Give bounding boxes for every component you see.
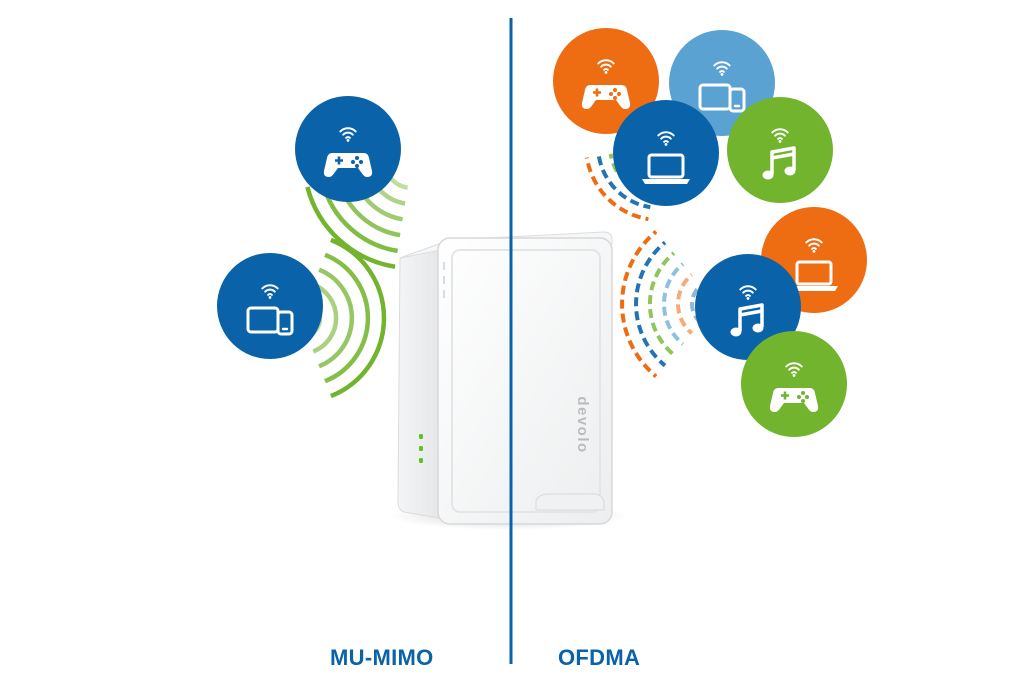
music-note-icon: [730, 285, 764, 337]
laptop-icon: [642, 131, 690, 184]
router-device: devolo: [397, 231, 613, 525]
laptop-icon: [790, 238, 838, 291]
ofdma-device-bubble-3: [613, 100, 719, 206]
tablet-phone-icon: [698, 61, 746, 113]
ofdma-device-bubble-7: [741, 331, 847, 437]
ofdma-devices: [553, 28, 867, 437]
gamepad-icon: [581, 59, 631, 109]
device-brand: devolo: [574, 396, 591, 453]
ofdma-device-bubble-4: [727, 97, 833, 203]
status-led-icon: [419, 434, 423, 463]
gamepad-icon: [323, 127, 373, 177]
ofdma-stream-2: [620, 230, 703, 378]
mu-mimo-devices: [217, 96, 401, 359]
label-ofdma: OFDMA: [558, 645, 641, 670]
ofdma-device-bubble-6: [695, 254, 801, 360]
mu-mimo-device-bubble-2: [217, 253, 323, 359]
tablet-phone-icon: [246, 284, 294, 336]
label-mu-mimo: MU-MIMO: [330, 645, 434, 670]
mu-mimo-device-bubble-1: [295, 96, 401, 202]
music-note-icon: [762, 128, 796, 180]
ofdma-device-bubble-1: [553, 28, 659, 134]
gamepad-icon: [769, 362, 819, 412]
